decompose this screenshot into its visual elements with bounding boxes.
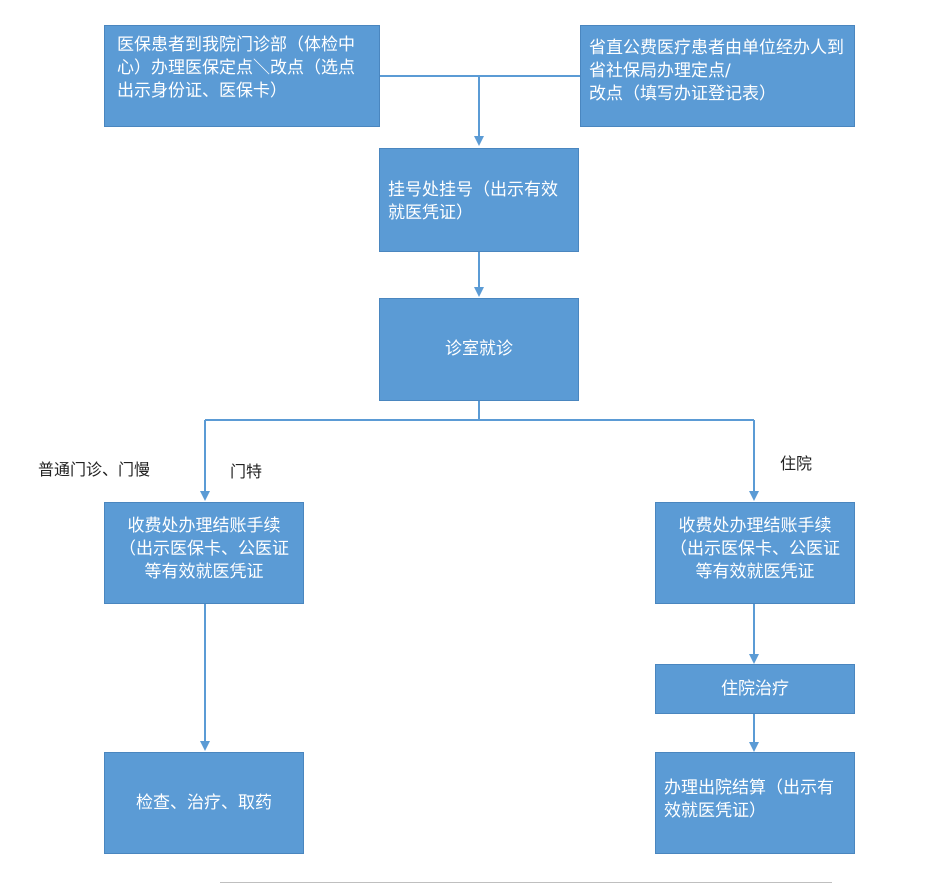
box-consult: 诊室就诊 — [379, 298, 579, 401]
box-billing-left: 收费处办理结账手续 （出示医保卡、公医证 等有效就医凭证 — [104, 502, 304, 604]
box-register: 挂号处挂号（出示有效就医凭证） — [379, 148, 579, 252]
box-provincial-registration: 省直公费医疗患者由单位经办人到省社保局办理定点/ 改点（填写办证登记表） — [580, 25, 855, 127]
box-outpatient-registration: 医保患者到我院门诊部（体检中心）办理医保定点＼改点（选点出示身份证、医保卡） — [104, 25, 380, 127]
box-exam: 检查、治疗、取药 — [104, 752, 304, 854]
box-discharge: 办理出院结算（出示有效就医凭证） — [655, 752, 855, 854]
label-hospitalization: 住院 — [780, 454, 813, 473]
box-billing-right: 收费处办理结账手续 （出示医保卡、公医证 等有效就医凭证 — [655, 502, 855, 604]
page-bottom-rule — [220, 882, 832, 883]
label-special-outpatient: 门特 — [230, 462, 263, 481]
label-general-outpatient: 普通门诊、门慢 — [38, 460, 151, 479]
box-inpatient: 住院治疗 — [655, 664, 855, 714]
